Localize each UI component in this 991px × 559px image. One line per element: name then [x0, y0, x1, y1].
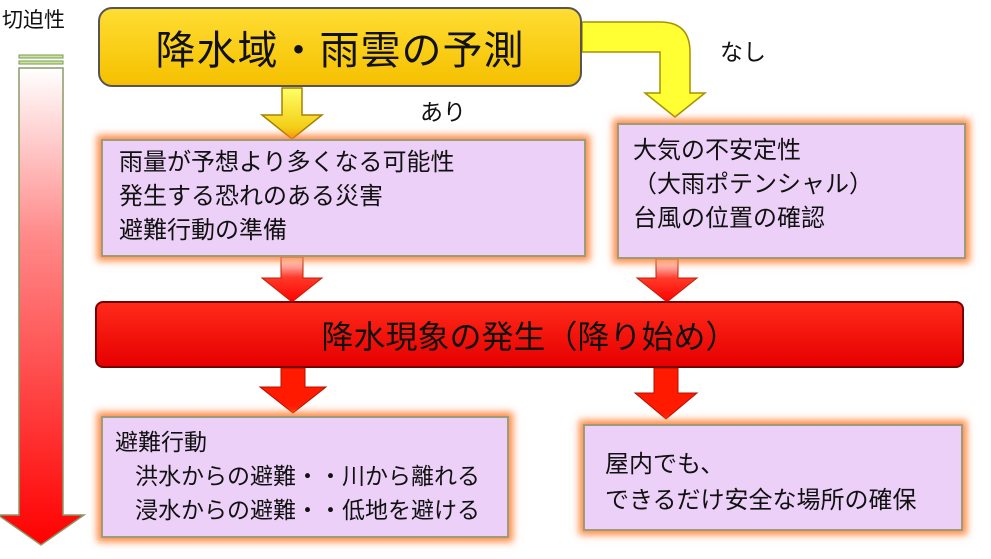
instability-to-onset-arrow	[635, 258, 699, 303]
forecast-box: 降水域・雨雲の予測	[98, 7, 582, 87]
box-line: 避難行動	[115, 430, 207, 456]
precipitation-onset-bar: 降水現象の発生（降り始め）	[95, 301, 964, 368]
box-line: 台風の位置の確認	[633, 204, 825, 232]
urgency-label: 切迫性	[2, 8, 65, 32]
no-branch-arrow	[581, 21, 708, 118]
forecast-title: 降水域・雨雲の予測	[155, 28, 525, 74]
onset-to-indoor-arrow	[633, 367, 699, 420]
branch-yes-label: あり	[420, 100, 466, 126]
onset-to-evacuation-arrow	[258, 367, 328, 414]
branch-no-label: なし	[720, 40, 766, 66]
rain-to-onset-arrow	[260, 256, 324, 303]
box-line: 洪水からの避難・・川から離れる	[135, 464, 480, 490]
onset-title: 降水現象の発生（降り始め）	[321, 317, 738, 356]
instability-box: 大気の不安定性 （大雨ポテンシャル） 台風の位置の確認	[617, 123, 966, 259]
box-line: できるだけ安全な場所の確保	[605, 486, 917, 514]
urgency-arrow	[0, 54, 87, 546]
box-line: 避難行動の準備	[119, 216, 287, 244]
box-line: 浸水からの避難・・低地を避ける	[135, 498, 480, 524]
indoor-safety-box: 屋内でも、 できるだけ安全な場所の確保	[583, 424, 963, 531]
evacuation-box: 避難行動 洪水からの避難・・川から離れる 浸水からの避難・・低地を避ける	[101, 416, 509, 538]
box-line: 発生する恐れのある災害	[119, 182, 383, 210]
box-line: 屋内でも、	[605, 450, 725, 478]
box-line: 大気の不安定性	[633, 136, 801, 164]
yes-branch-arrow	[259, 87, 325, 140]
box-line: 雨量が予想より多くなる可能性	[119, 148, 455, 176]
box-line: （大雨ポテンシャル）	[633, 170, 873, 198]
rain-possibility-box: 雨量が予想より多くなる可能性 発生する恐れのある災害 避難行動の準備	[101, 139, 586, 257]
